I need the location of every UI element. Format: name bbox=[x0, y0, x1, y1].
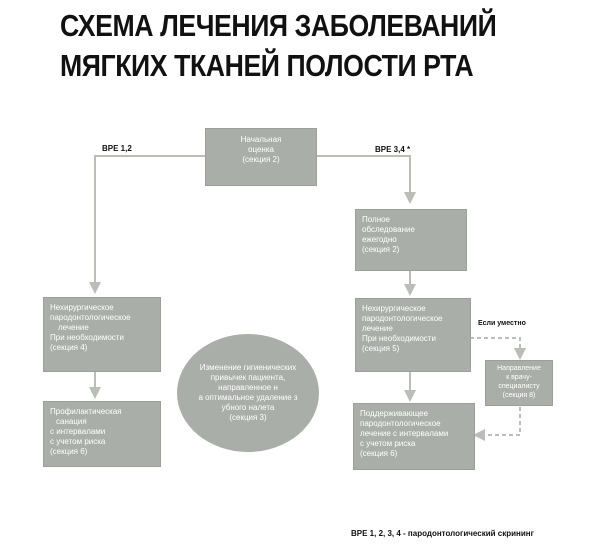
diagram-title: СХЕМА ЛЕЧЕНИЯ ЗАБОЛЕВАНИЙ МЯГКИХ ТКАНЕЙ … bbox=[60, 6, 507, 86]
node-preventive: Профилактическая санация с интервалами с… bbox=[43, 401, 161, 467]
node-hygiene-habits: Изменение гигиенических привычек пациент… bbox=[177, 334, 319, 452]
node-nonsurgical-left: Нехирургическое пародонтологическое лече… bbox=[43, 297, 161, 372]
arrow-referral-to-supportive bbox=[473, 400, 521, 441]
node-full-exam: Полное обследование ежегодно (секция 2) bbox=[355, 209, 467, 271]
title-line-2: МЯГКИХ ТКАНЕЙ ПОЛОСТИ РТА bbox=[60, 48, 474, 83]
node-initial-assessment: Начальная оценка (секция 2) bbox=[205, 128, 317, 186]
label-if-appropriate: Если уместно bbox=[478, 320, 526, 327]
arrow-initial-to-right bbox=[317, 155, 416, 204]
node-supportive: Поддерживающее пародонтологическое лечен… bbox=[353, 403, 475, 470]
arrow-initial-to-left bbox=[89, 155, 205, 294]
node-referral: Направление к врачу- специалисту (секция… bbox=[485, 360, 553, 406]
node-nonsurgical-right: Нехирургическое пародонтологическое лече… bbox=[355, 298, 471, 372]
footnote-bpe: BPE 1, 2, 3, 4 - пародонтологический скр… bbox=[351, 529, 534, 538]
label-bpe-1-2: BPE 1,2 bbox=[102, 144, 132, 153]
title-line-1: СХЕМА ЛЕЧЕНИЯ ЗАБОЛЕВАНИЙ bbox=[60, 8, 497, 43]
label-bpe-3-4: BPE 3,4 * bbox=[375, 145, 411, 154]
arrow-to-referral bbox=[470, 337, 526, 360]
